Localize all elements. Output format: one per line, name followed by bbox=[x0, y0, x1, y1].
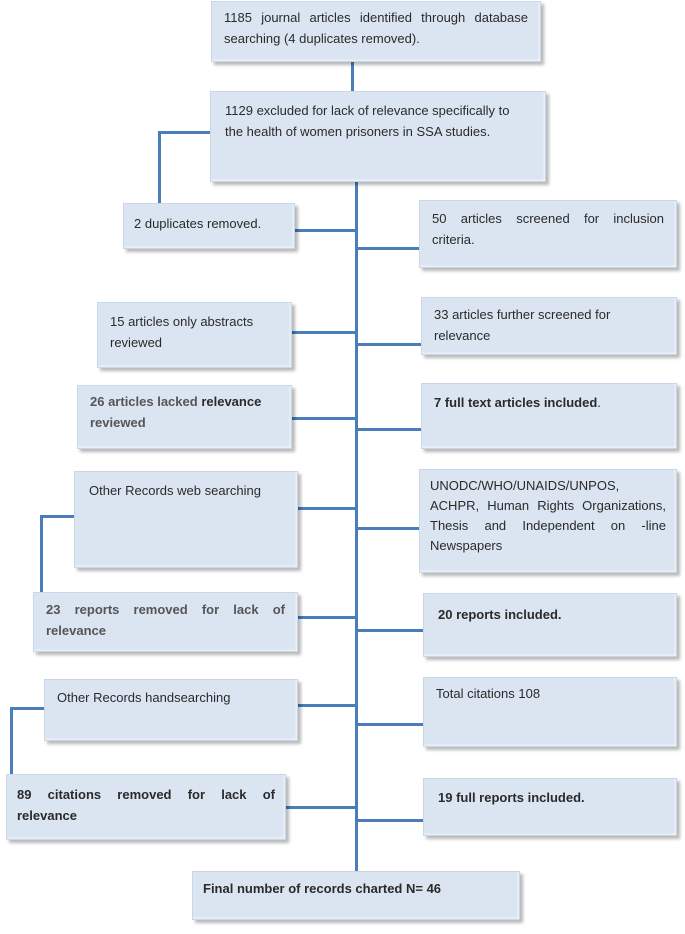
connector-web bbox=[298, 507, 357, 510]
full-reports-included-text: 19 full reports included. bbox=[438, 790, 585, 805]
screened-inclusion-box: 50 articles screened for inclusion crite… bbox=[419, 200, 677, 268]
connector-total bbox=[355, 723, 423, 726]
citations-removed-box: 89 citations removed for lack of relevan… bbox=[6, 774, 286, 840]
main-spine bbox=[355, 180, 358, 872]
identified-text: 1185 journal articles identified through… bbox=[224, 10, 528, 46]
citations-removed-text: 89 citations removed for lack of relevan… bbox=[17, 787, 275, 823]
connector-top bbox=[351, 62, 354, 92]
web-searching-text: Other Records web searching bbox=[89, 483, 261, 498]
left-bracket-hand-horizontal bbox=[10, 707, 44, 710]
connector-further bbox=[355, 343, 421, 346]
lacked-relevance-text-b: relevance bbox=[201, 394, 262, 409]
total-citations-text: Total citations 108 bbox=[436, 686, 541, 701]
lacked-relevance-text-c: reviewed bbox=[90, 415, 146, 430]
web-searching-box: Other Records web searching bbox=[74, 471, 298, 568]
screened-inclusion-text: 50 articles screened for inclusion crite… bbox=[432, 211, 664, 247]
abstracts-only-box: 15 articles only abstracts reviewed bbox=[97, 302, 292, 368]
lacked-relevance-box: 26 articles lacked relevance reviewed bbox=[77, 385, 292, 449]
left-bracket-web-horizontal bbox=[40, 515, 74, 518]
duplicates-removed-box: 2 duplicates removed. bbox=[123, 203, 295, 249]
full-text-included-box: 7 full text articles included. bbox=[421, 383, 677, 449]
connector-full-reports bbox=[355, 819, 423, 822]
left-bracket-top-vertical bbox=[158, 132, 161, 204]
connector-duplicates bbox=[294, 229, 357, 232]
connector-handsearch bbox=[298, 704, 357, 707]
further-screened-text: 33 articles further screened for relevan… bbox=[434, 307, 611, 343]
duplicates-removed-text: 2 duplicates removed. bbox=[134, 216, 262, 231]
lacked-relevance-text-a: 26 articles lacked bbox=[90, 394, 202, 409]
reports-removed-text: 23 reports removed for lack of relevance bbox=[46, 602, 285, 638]
abstracts-only-text: 15 articles only abstracts reviewed bbox=[110, 314, 254, 350]
organizations-text: UNODC/WHO/UNAIDS/UNPOS, ACHPR, Human Rig… bbox=[430, 478, 666, 553]
handsearching-box: Other Records handsearching bbox=[44, 679, 298, 741]
connector-fulltext bbox=[355, 428, 421, 431]
connector-lacked bbox=[292, 417, 357, 420]
final-records-box: Final number of records charted N= 46 bbox=[192, 871, 520, 920]
connector-abstracts bbox=[292, 331, 357, 334]
full-reports-included-box: 19 full reports included. bbox=[423, 778, 677, 836]
further-screened-box: 33 articles further screened for relevan… bbox=[421, 297, 677, 355]
organizations-box: UNODC/WHO/UNAIDS/UNPOS, ACHPR, Human Rig… bbox=[419, 469, 677, 573]
connector-screened bbox=[355, 247, 421, 250]
reports-removed-box: 23 reports removed for lack of relevance bbox=[33, 592, 298, 652]
connector-reports-removed bbox=[298, 616, 357, 619]
final-records-text: Final number of records charted N= 46 bbox=[203, 881, 442, 896]
full-text-included-text-b: . bbox=[597, 395, 601, 410]
reports-included-text: 20 reports included. bbox=[438, 607, 562, 622]
left-bracket-hand-vertical bbox=[10, 708, 13, 780]
connector-reports-included bbox=[355, 629, 423, 632]
full-text-included-text-a: 7 full text articles included bbox=[434, 395, 598, 410]
left-bracket-web-vertical bbox=[40, 516, 43, 596]
connector-orgs bbox=[355, 527, 421, 530]
identified-box: 1185 journal articles identified through… bbox=[211, 1, 541, 62]
connector-citations-removed bbox=[286, 806, 357, 809]
excluded-relevance-text: 1129 excluded for lack of relevance spec… bbox=[225, 103, 510, 139]
total-citations-box: Total citations 108 bbox=[423, 677, 677, 747]
handsearching-text: Other Records handsearching bbox=[57, 690, 231, 705]
left-bracket-top-horizontal bbox=[158, 131, 212, 134]
reports-included-box: 20 reports included. bbox=[423, 593, 677, 657]
excluded-relevance-box: 1129 excluded for lack of relevance spec… bbox=[210, 91, 546, 182]
